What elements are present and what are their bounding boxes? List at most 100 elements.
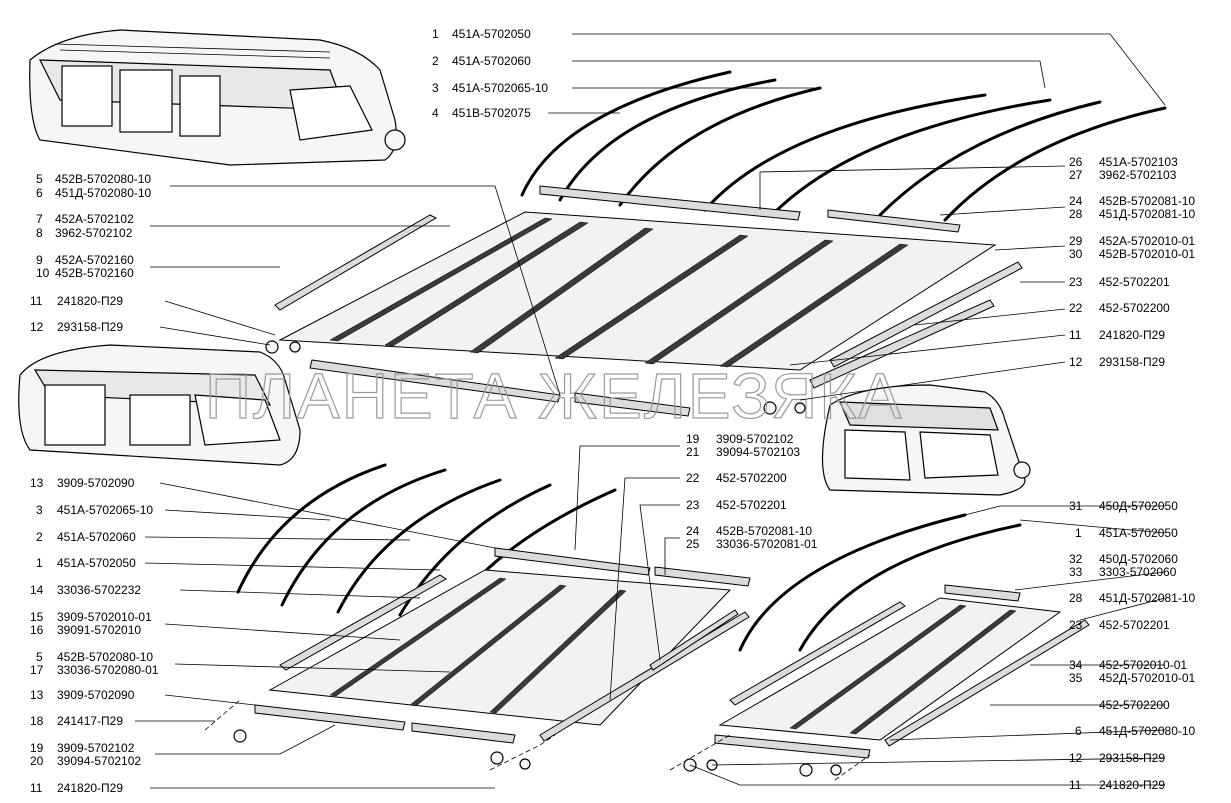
top-roof-arches (520, 70, 1167, 222)
callout-part: 450Д-5702060 (1099, 552, 1178, 566)
callout-part: 452-5702200 (1099, 301, 1170, 315)
callout-part: 452Д-5702010-01 (1099, 671, 1196, 685)
callout-num: 1 (1075, 526, 1082, 540)
callout-part: 451А-5702060 (452, 54, 531, 68)
callout-part: 452А-5702010-01 (1099, 234, 1195, 248)
callout-part: 451А-5702060 (57, 530, 136, 544)
callout-num: 11 (30, 294, 43, 308)
callout-num: 26 (1069, 155, 1083, 169)
callout-num: 12 (1069, 751, 1083, 765)
callout-num: 22 (686, 471, 700, 485)
callout-num: 1 (36, 556, 43, 570)
callout-part: 452-5702201 (1099, 275, 1170, 289)
callout-part: 33036-5702081-01 (716, 537, 818, 551)
van-illustration-top (29, 29, 406, 166)
callout-part: 39091-5702010 (57, 623, 141, 637)
callout-num: 5 (36, 172, 43, 186)
callout-num: 5 (36, 650, 43, 664)
callout-part: 39094-5702102 (57, 754, 141, 768)
callout-part: 450Д-5702050 (1099, 499, 1178, 513)
callout-num: 3 (36, 503, 43, 517)
callout-part: 452А-5702102 (55, 212, 134, 226)
callout-part: 451Д-5702081-10 (1099, 207, 1196, 221)
callout-num: 18 (30, 714, 44, 728)
callout-part: 451Д-5702080-10 (55, 186, 152, 200)
callouts-bottom-right: 31 450Д-5702050 1 451А-5702050 32 450Д-5… (1069, 499, 1196, 792)
callout-num: 15 (30, 610, 44, 624)
callout-part: 33036-5702232 (57, 583, 141, 597)
top-roof-strips (274, 185, 1023, 417)
callout-part: 451А-5702050 (57, 556, 136, 570)
callout-num: 23 (686, 498, 700, 512)
callouts-top-left: 1 451А-5702050 2 451А-5702060 3 451А-570… (30, 27, 548, 334)
callout-num: 28 (1069, 591, 1083, 605)
callout-num: 23 (1069, 618, 1083, 632)
callout-part: 452В-5702081-10 (1099, 194, 1195, 208)
callout-part: 452-5702200 (1099, 698, 1170, 712)
callout-part: 3303-5702060 (1099, 565, 1177, 579)
callout-num: 28 (1069, 207, 1083, 221)
callout-part: 3909-5702090 (57, 688, 135, 702)
callout-part: 293158-П29 (1099, 355, 1165, 369)
callout-num: 22 (1069, 301, 1083, 315)
callout-part: 293158-П29 (1099, 751, 1165, 765)
callout-num: 11 (1069, 778, 1082, 792)
callout-part: 452-5702200 (716, 471, 787, 485)
callout-num: 27 (1069, 168, 1083, 182)
callout-part: 451А-5702065-10 (57, 503, 153, 517)
cab-illustration (821, 384, 1031, 496)
callout-part: 39094-5702103 (716, 445, 800, 459)
callout-part: 33036-5702080-01 (57, 663, 159, 677)
callout-part: 451А-5702065-10 (452, 81, 548, 95)
van-illustration-middle (18, 344, 301, 466)
callout-num: 30 (1069, 247, 1083, 261)
callout-num: 10 (36, 266, 50, 280)
callout-num: 2 (36, 530, 43, 544)
callout-num: 33 (1069, 565, 1083, 579)
callout-num: 6 (1075, 724, 1082, 738)
callout-num: 34 (1069, 658, 1083, 672)
callout-num: 11 (30, 781, 43, 795)
callout-num: 7 (36, 212, 43, 226)
callout-num: 14 (30, 583, 44, 597)
callout-part: 451А-5702050 (452, 27, 531, 41)
callout-num: 19 (686, 432, 700, 446)
callout-num: 19 (30, 741, 44, 755)
callout-num: 3 (432, 81, 439, 95)
callout-part: 3962-5702102 (55, 226, 133, 240)
top-roof-panel (278, 211, 997, 371)
callout-num: 35 (1069, 671, 1083, 685)
callout-num: 23 (1069, 275, 1083, 289)
callouts-bottom-left: 13 3909-5702090 3 451А-5702065-10 2 451А… (30, 476, 159, 795)
callout-num: 6 (36, 186, 43, 200)
callout-num: 12 (1069, 355, 1083, 369)
callout-num: 4 (432, 106, 439, 120)
callout-part: 451В-5702075 (452, 106, 531, 120)
leader-lines (135, 33, 1166, 789)
callout-part: 451А-5702050 (1099, 526, 1178, 540)
callout-num: 20 (30, 754, 44, 768)
callout-part: 293158-П29 (57, 320, 123, 334)
callout-part: 452В-5702080-10 (57, 650, 153, 664)
callout-num: 12 (30, 320, 44, 334)
callout-num: 24 (1069, 194, 1083, 208)
bottom-left-roof-assembly (236, 463, 751, 744)
callout-part: 451А-5702103 (1099, 155, 1178, 169)
callout-part: 452-5702010-01 (1099, 658, 1187, 672)
callout-num: 16 (30, 623, 44, 637)
fasteners (233, 340, 842, 777)
callout-num: 13 (30, 688, 44, 702)
callout-part: 241820-П29 (1099, 328, 1165, 342)
bottom-right-roof-assembly (714, 513, 1090, 759)
callout-num: 32 (1069, 552, 1083, 566)
callout-num: 13 (30, 476, 44, 490)
callout-num: 9 (36, 253, 43, 267)
callout-part: 452-5702201 (716, 498, 787, 512)
callout-part: 452А-5702160 (55, 253, 134, 267)
callouts-top-right: 26 451А-5702103 27 3962-5702103 24 452В-… (1069, 155, 1196, 369)
callout-num: 8 (36, 226, 43, 240)
callout-num: 31 (1069, 499, 1083, 513)
callout-part: 241820-П29 (57, 294, 123, 308)
